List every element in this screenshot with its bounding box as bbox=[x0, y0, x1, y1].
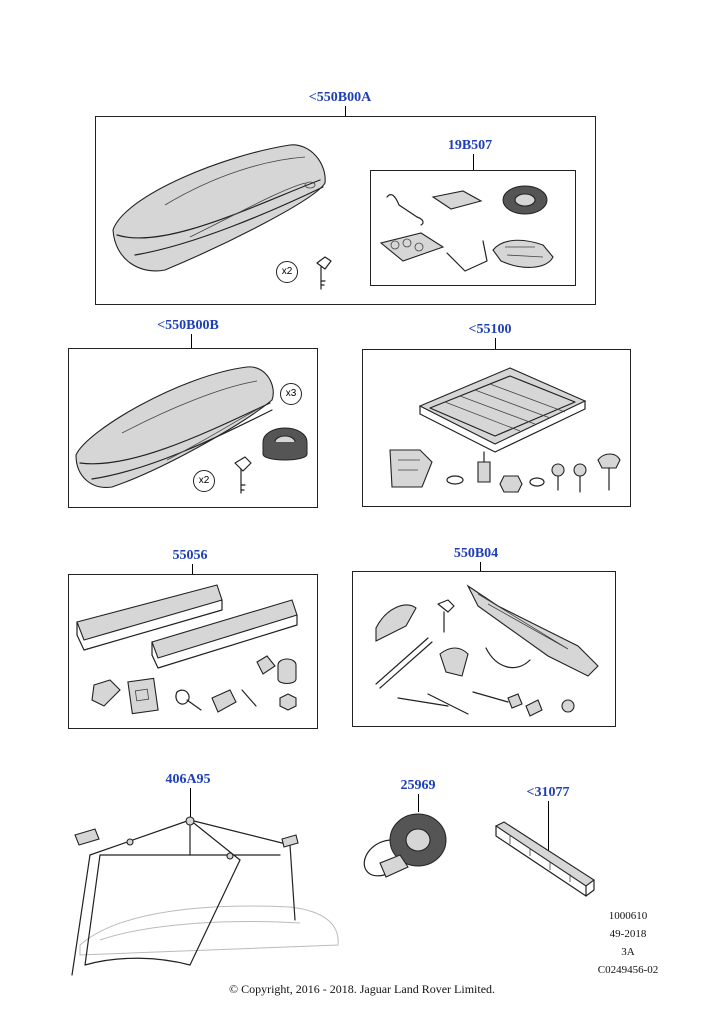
foam-pad-illustration bbox=[494, 821, 595, 897]
reference-code: 49-2018 bbox=[609, 928, 647, 940]
ski-carrier-illustration bbox=[76, 584, 298, 715]
quantity-badge: x2 bbox=[276, 261, 298, 283]
part-callout-55056[interactable]: 55056 bbox=[172, 548, 208, 563]
reference-code: 3A bbox=[621, 946, 635, 958]
leader-line bbox=[495, 338, 496, 349]
reference-code: 1000610 bbox=[608, 910, 648, 922]
leader-line bbox=[473, 154, 474, 170]
fitting-kit-illustration bbox=[379, 185, 554, 272]
tray-hardware-illustration bbox=[389, 449, 621, 493]
part-callout-19b507[interactable]: 19B507 bbox=[447, 138, 493, 153]
quantity-badge: x2 bbox=[193, 470, 215, 492]
part-callout-550b00b[interactable]: <550B00B bbox=[157, 318, 219, 333]
strap-roll-illustration bbox=[363, 813, 447, 878]
copyright-text: © Copyright, 2016 - 2018. Jaguar Land Ro… bbox=[228, 982, 496, 996]
roof-tray-illustration bbox=[418, 367, 587, 453]
roof-box-illustration bbox=[112, 144, 326, 272]
part-callout-55100[interactable]: <55100 bbox=[468, 322, 512, 337]
panel-fitting-kit bbox=[370, 170, 576, 286]
roof-box-illustration bbox=[75, 366, 274, 488]
box-hoist-illustration bbox=[71, 816, 339, 976]
part-callout-406a95[interactable]: 406A95 bbox=[165, 772, 211, 787]
quantity-badge: x3 bbox=[280, 383, 302, 405]
part-callout-31077[interactable]: <31077 bbox=[526, 785, 570, 800]
part-callout-550b04[interactable]: 550B04 bbox=[453, 546, 499, 561]
part-callout-550b00a[interactable]: <550B00A bbox=[308, 90, 372, 105]
leader-line bbox=[480, 562, 481, 572]
leader-line bbox=[190, 788, 191, 818]
leader-line bbox=[192, 564, 193, 574]
key-icon bbox=[234, 456, 252, 494]
leader-line bbox=[345, 106, 346, 117]
bike-carrier-illustration bbox=[375, 584, 599, 717]
leader-line bbox=[418, 794, 419, 812]
key-icon bbox=[316, 256, 332, 290]
leader-line bbox=[191, 334, 192, 349]
tape-roll-icon bbox=[262, 427, 308, 461]
part-callout-25969[interactable]: 25969 bbox=[400, 778, 436, 793]
reference-code: C0249456-02 bbox=[597, 964, 659, 976]
leader-line bbox=[548, 801, 549, 851]
